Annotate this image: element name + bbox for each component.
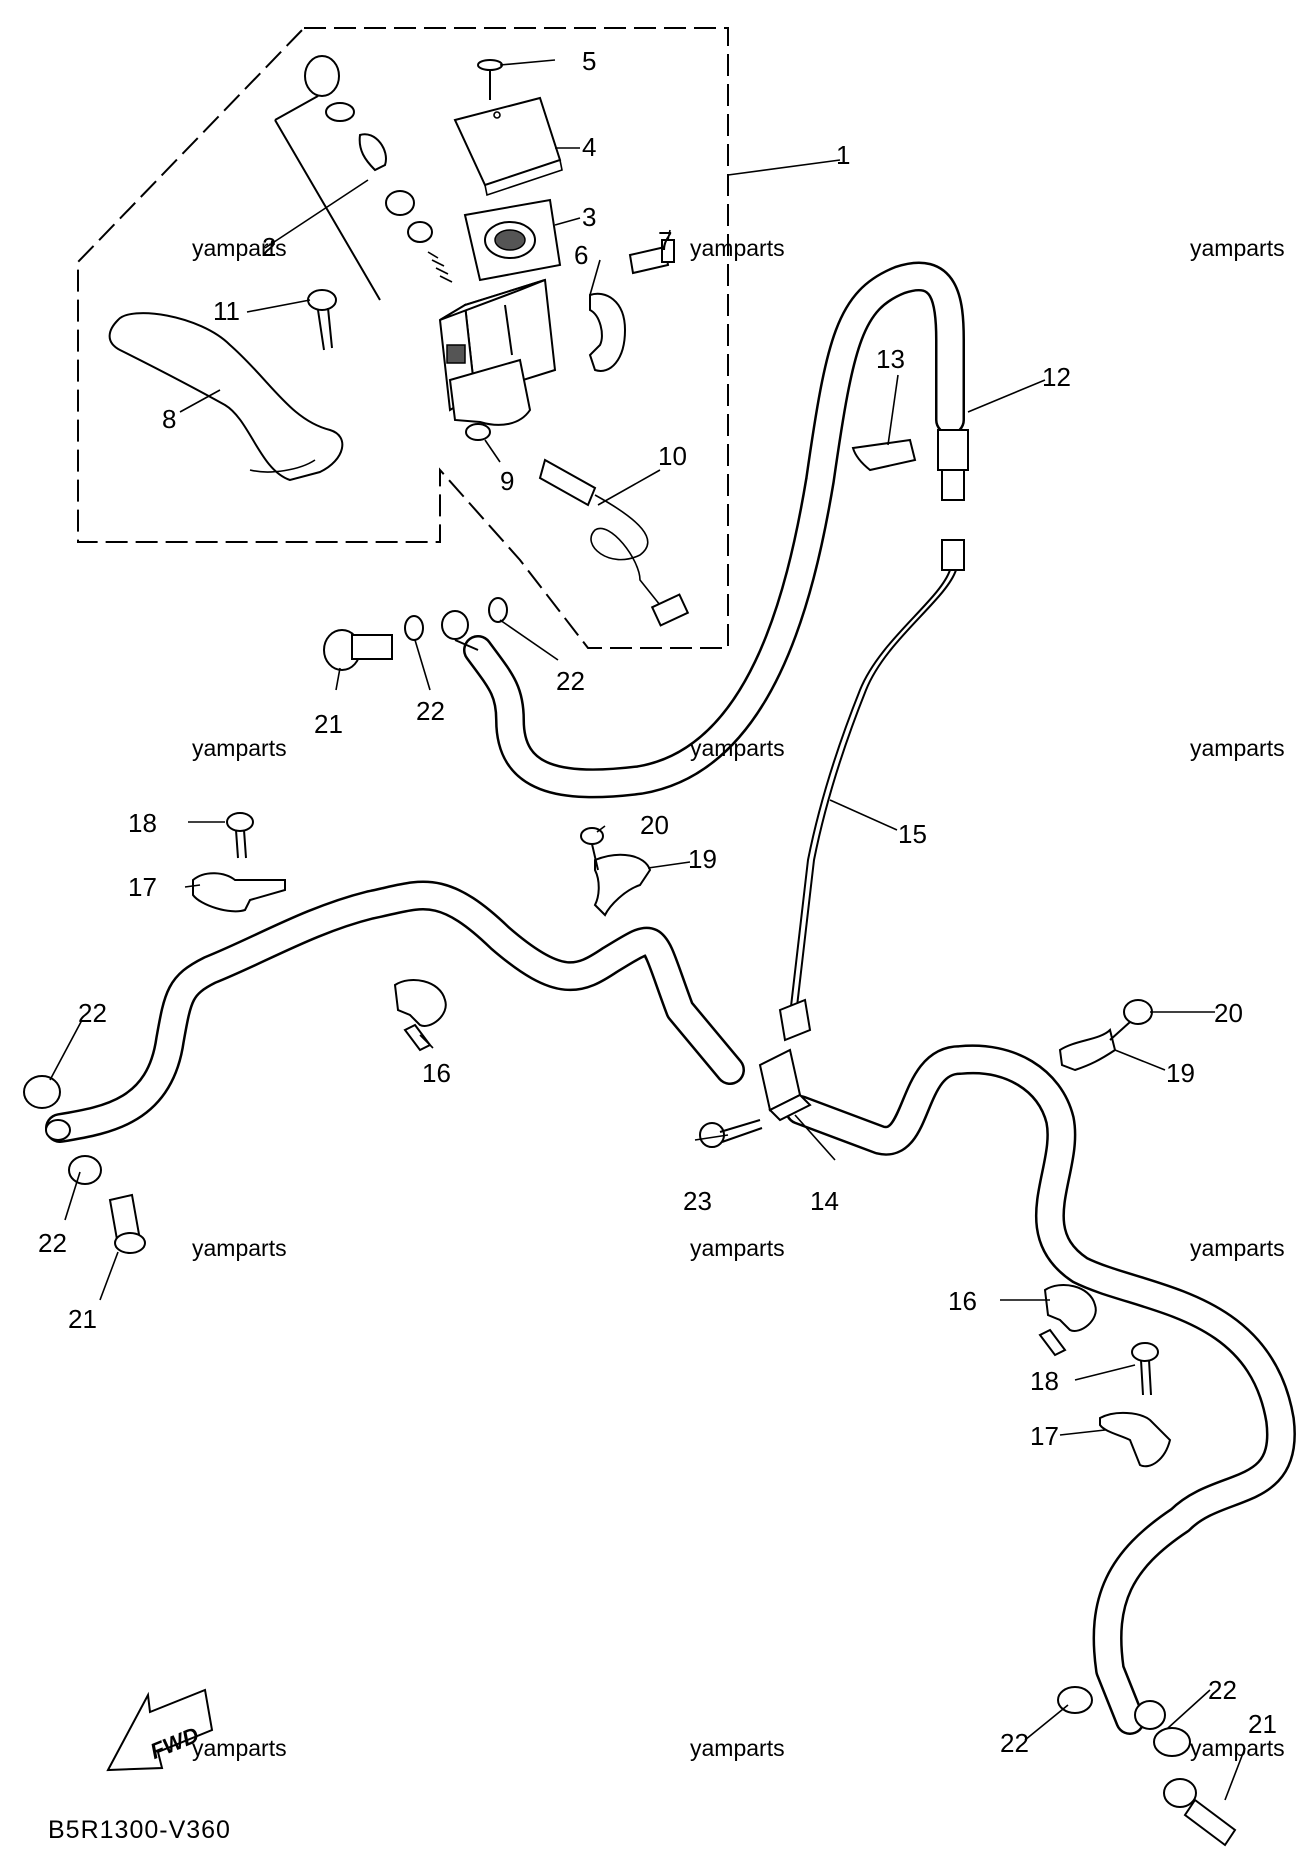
callout-4: 4 bbox=[582, 132, 596, 162]
callout-6: 6 bbox=[574, 240, 588, 270]
clip-16-right bbox=[1038, 1284, 1097, 1357]
callout-22b: 22 bbox=[556, 666, 585, 696]
caliper-fitting-left bbox=[23, 1075, 146, 1254]
watermark: yamparts bbox=[690, 235, 785, 261]
callouts: 1 2 3 4 5 6 7 8 9 10 11 12 13 14 15 16 1… bbox=[38, 46, 1277, 1758]
clip-16-left bbox=[393, 979, 447, 1052]
callout-8: 8 bbox=[162, 404, 176, 434]
pipe-union-12 bbox=[851, 429, 969, 571]
washer-9 bbox=[465, 423, 491, 441]
clamp-17-left bbox=[192, 812, 286, 913]
clamp-19-center bbox=[580, 827, 652, 917]
callout-18b: 18 bbox=[1030, 1366, 1059, 1396]
pivot-bolt bbox=[307, 289, 337, 351]
watermark: yamparts bbox=[192, 235, 287, 261]
callout-22f: 22 bbox=[1208, 1675, 1237, 1705]
callout-19a: 19 bbox=[688, 844, 717, 874]
callout-20a: 20 bbox=[640, 810, 669, 840]
master-cylinder-body bbox=[438, 278, 557, 426]
callout-18a: 18 bbox=[128, 808, 157, 838]
watermark: yamparts bbox=[690, 1235, 785, 1261]
watermark: yamparts bbox=[1190, 235, 1285, 261]
brake-hose-left bbox=[45, 880, 745, 1143]
brake-pipe-15 bbox=[789, 569, 957, 1016]
callout-22c: 22 bbox=[78, 998, 107, 1028]
callout-22d: 22 bbox=[38, 1228, 67, 1258]
diaphragm bbox=[463, 198, 562, 282]
callout-2: 2 bbox=[262, 232, 276, 262]
brake-switch bbox=[538, 458, 690, 627]
callout-16a: 16 bbox=[422, 1058, 451, 1088]
clamp-19-right bbox=[1058, 999, 1153, 1072]
callout-23: 23 bbox=[683, 1186, 712, 1216]
callout-16b: 16 bbox=[948, 1286, 977, 1316]
assembly-outline bbox=[77, 27, 729, 649]
watermark: yamparts bbox=[1190, 735, 1285, 761]
leader-lines bbox=[49, 59, 1246, 1801]
three-way-joint bbox=[699, 998, 812, 1148]
caliper-fitting-right bbox=[1057, 1686, 1237, 1847]
callout-13: 13 bbox=[876, 344, 905, 374]
watermark: yamparts bbox=[192, 735, 287, 761]
callout-17b: 17 bbox=[1030, 1421, 1059, 1451]
callout-17a: 17 bbox=[128, 872, 157, 902]
callout-21c: 21 bbox=[1248, 1709, 1277, 1739]
reservoir-cap bbox=[453, 96, 563, 197]
diagram-code: B5R1300-V360 bbox=[48, 1816, 231, 1844]
callout-21b: 21 bbox=[68, 1304, 97, 1334]
piston-kit bbox=[274, 55, 453, 301]
callout-3: 3 bbox=[582, 202, 596, 232]
callout-10: 10 bbox=[658, 441, 687, 471]
watermarks: yamparts yamparts yamparts yamparts yamp… bbox=[192, 235, 1285, 1761]
callout-12: 12 bbox=[1042, 362, 1071, 392]
callout-14: 14 bbox=[810, 1186, 839, 1216]
brake-hose-right bbox=[785, 1044, 1296, 1735]
callout-20b: 20 bbox=[1214, 998, 1243, 1028]
brake-lever bbox=[108, 312, 344, 482]
watermark: yamparts bbox=[1190, 1235, 1285, 1261]
callout-7: 7 bbox=[658, 226, 672, 256]
watermark: yamparts bbox=[192, 1735, 287, 1761]
brake-hose-upper bbox=[463, 261, 965, 799]
clamp-17-right bbox=[1099, 1342, 1172, 1468]
callout-11: 11 bbox=[213, 296, 240, 326]
callout-22e: 22 bbox=[1000, 1728, 1029, 1758]
watermark: yamparts bbox=[192, 1235, 287, 1261]
callout-22a: 22 bbox=[416, 696, 445, 726]
clamp-holder bbox=[588, 239, 675, 372]
screw-5 bbox=[477, 59, 503, 100]
banjo-bolt-upper bbox=[323, 597, 508, 671]
callout-15: 15 bbox=[898, 819, 927, 849]
watermark: yamparts bbox=[690, 735, 785, 761]
watermark: yamparts bbox=[690, 1735, 785, 1761]
callout-9: 9 bbox=[500, 466, 514, 496]
callout-5: 5 bbox=[582, 46, 596, 76]
callout-21a: 21 bbox=[314, 709, 343, 739]
callout-19b: 19 bbox=[1166, 1058, 1195, 1088]
watermark: yamparts bbox=[1190, 1735, 1285, 1761]
callout-1: 1 bbox=[836, 140, 850, 170]
